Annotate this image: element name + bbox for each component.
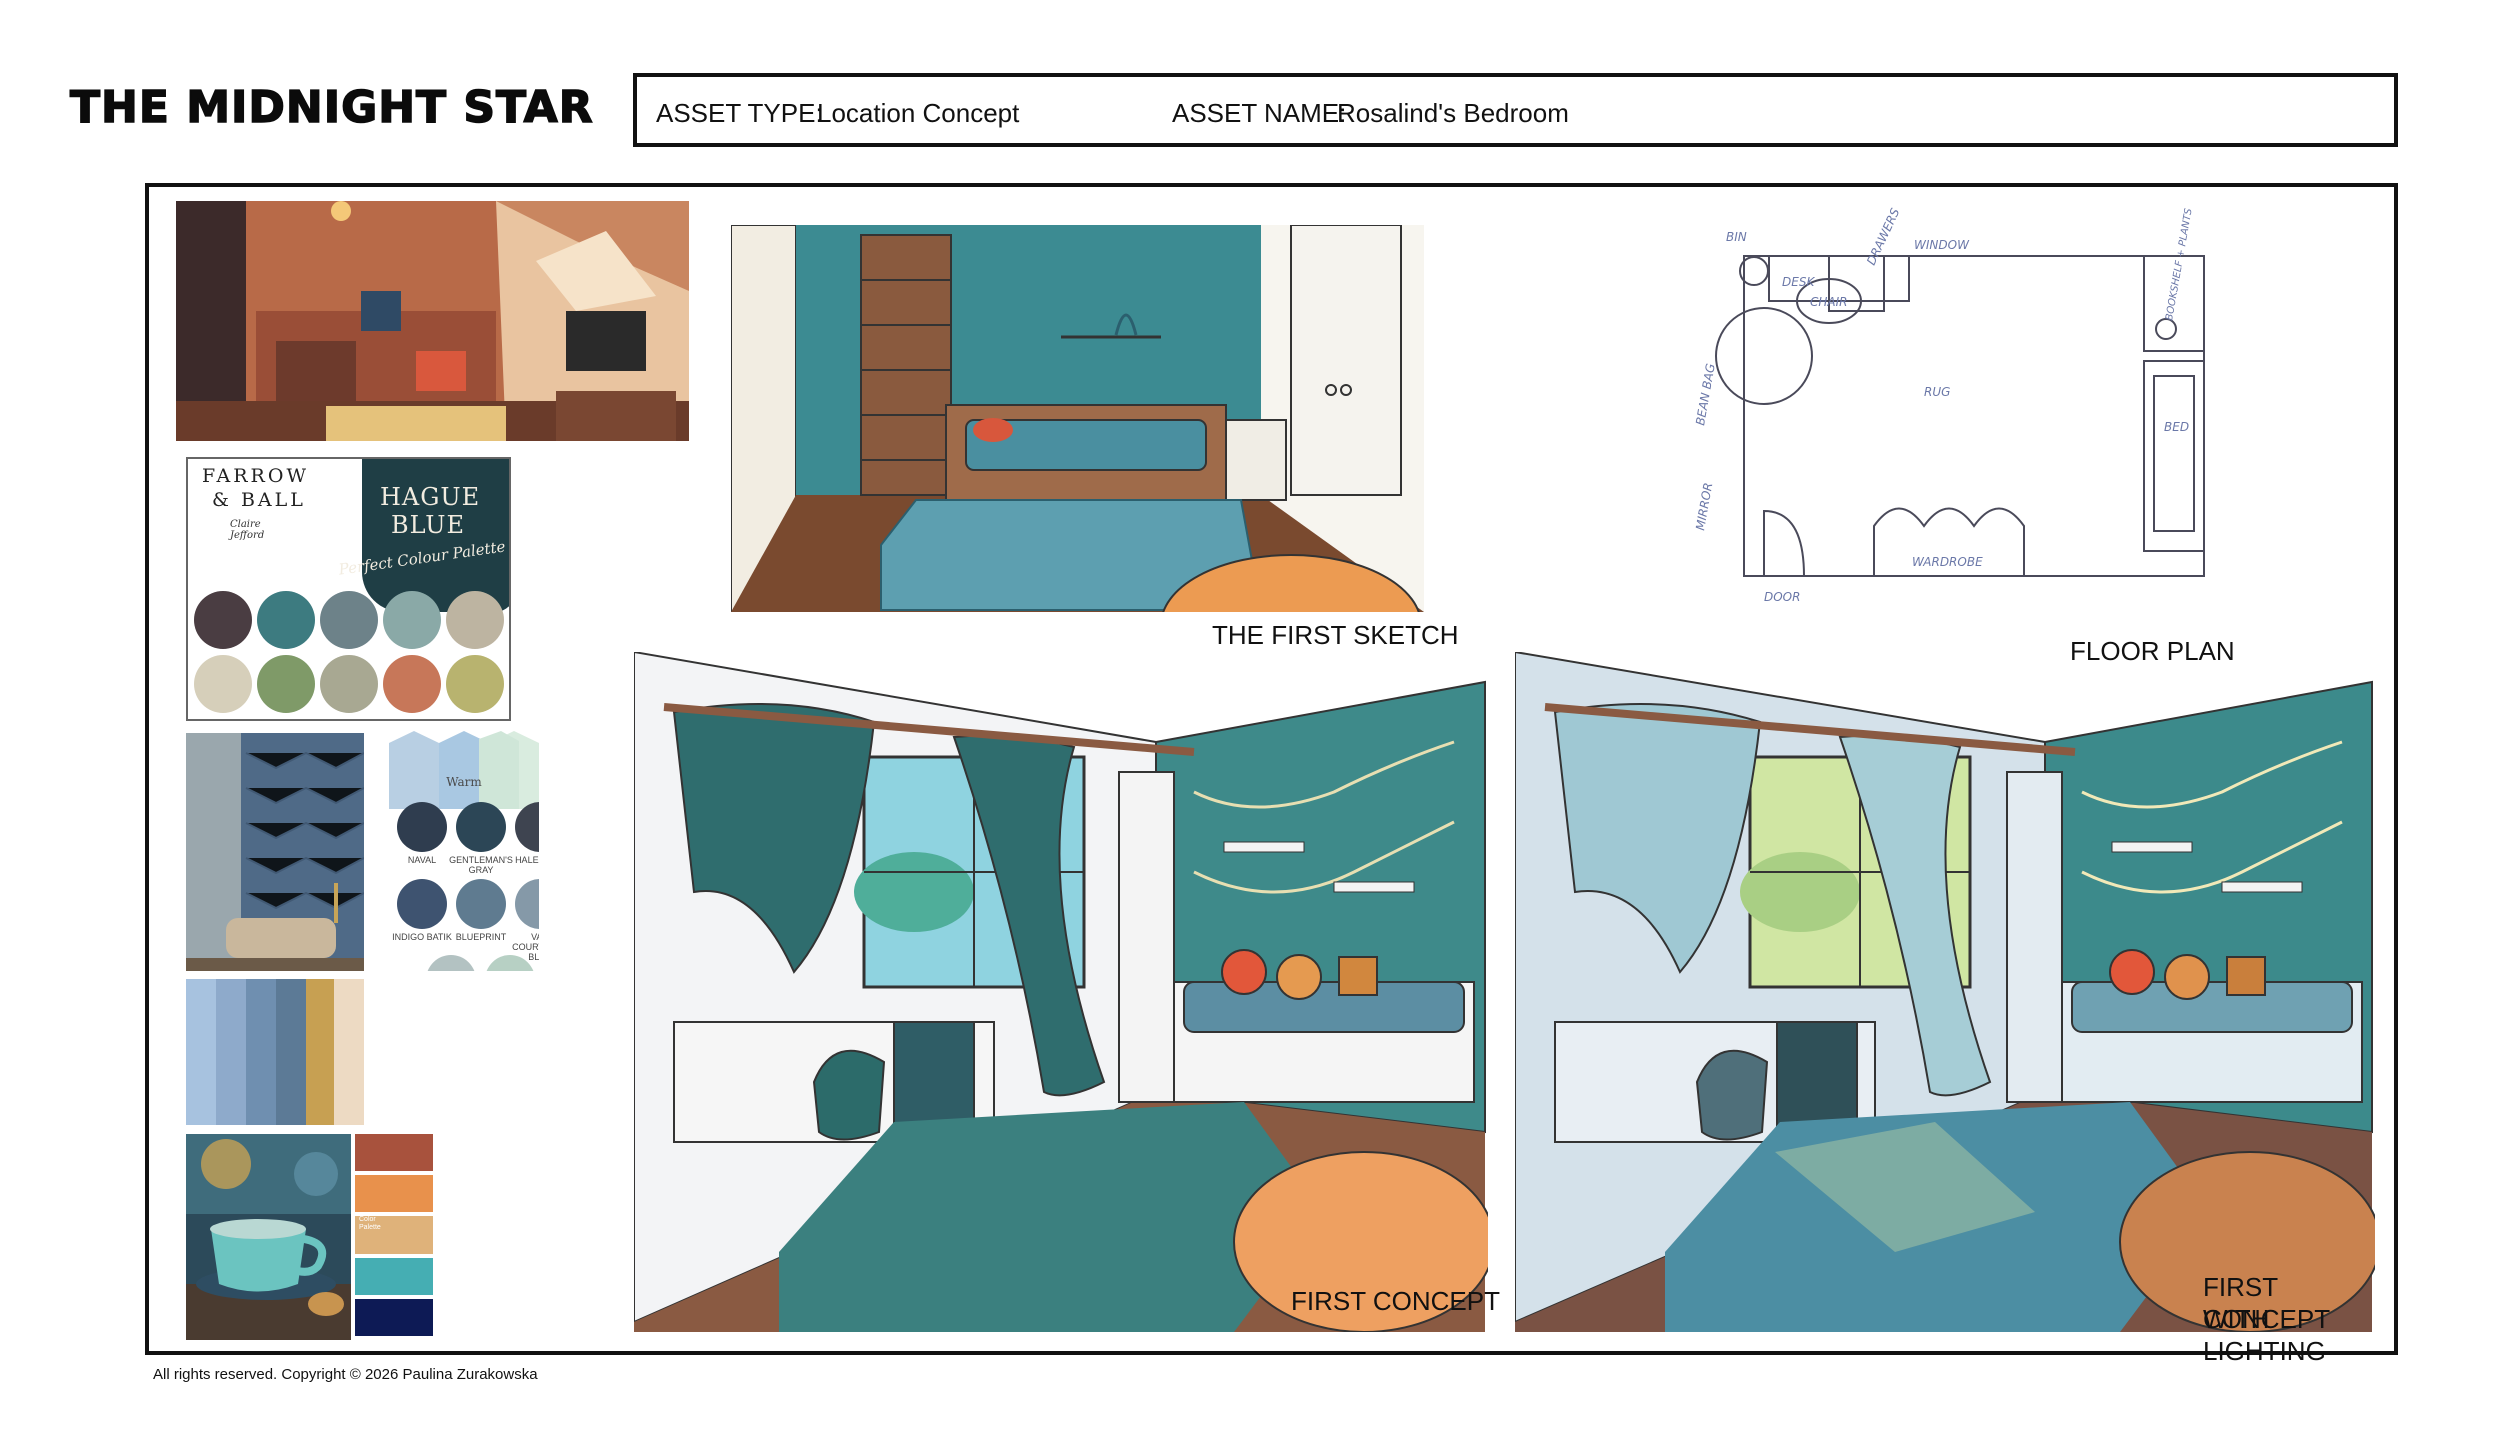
cup-palette-chip	[355, 1298, 433, 1336]
fp-chair: CHAIR	[1810, 295, 1848, 309]
farrow-ball-palette-card: FARROW & BALL Claire Jefford HAGUE BLUE …	[186, 457, 511, 721]
fp-bed: BED	[2164, 420, 2189, 434]
palette-swatch	[320, 655, 378, 713]
reference-attic-image	[176, 201, 689, 441]
paint-swatch	[397, 878, 447, 929]
signature: Claire Jefford	[230, 519, 265, 541]
asset-name-value: Rosalind's Bedroom	[1337, 98, 1569, 128]
paint-swatch-name: BLUEPRINT	[455, 931, 507, 942]
palette-swatch	[257, 591, 315, 649]
caption-lighting-line2: WITH LIGHTING	[2203, 1304, 2326, 1366]
cup-color-palette: Color Palette	[355, 1134, 433, 1340]
reference-bathroom-image	[186, 733, 364, 971]
paint-swatch	[515, 801, 539, 852]
paint-swatch	[426, 954, 476, 971]
hague-blue-block	[362, 459, 509, 612]
brand-line2: & BALL	[212, 489, 306, 511]
fp-bean-bag: BEAN BAG	[1693, 362, 1718, 426]
reference-cup-image	[186, 1134, 351, 1340]
paint-swatch	[515, 878, 539, 929]
asset-name-label: ASSET NAME:	[1172, 98, 1347, 128]
fp-bin: BIN	[1726, 230, 1747, 244]
cup-palette-chip	[355, 1216, 433, 1254]
paint-header-word: Warm	[446, 775, 482, 789]
paint-swatch	[397, 801, 447, 852]
palette-swatch	[446, 655, 504, 713]
paint-swatch	[485, 954, 535, 971]
first-concept-image	[634, 652, 1488, 1332]
palette-swatch	[383, 591, 441, 649]
cup-palette-chip	[355, 1175, 433, 1213]
fp-desk: DESK	[1782, 275, 1815, 289]
paint-swatch-name: INDIGO BATIK	[392, 931, 452, 942]
brand-line1: FARROW	[202, 465, 309, 487]
caption-first-sketch: THE FIRST SKETCH	[1212, 620, 1459, 650]
cup-palette-chip	[355, 1257, 433, 1295]
concept-board: FARROW & BALL Claire Jefford HAGUE BLUE …	[145, 183, 2398, 1366]
cup-palette-label: Color Palette	[359, 1216, 381, 1231]
paint-swatch	[456, 801, 506, 852]
fp-bookshelf: BOOKSHELF + PLANTS	[2164, 207, 2195, 322]
palette-swatch	[320, 591, 378, 649]
copyright-notice: All rights reserved. Copyright © 2026 Pa…	[153, 1366, 538, 1383]
brand-title: THE MIDNIGHT STAR	[69, 81, 594, 134]
palette-swatch	[383, 655, 441, 713]
color-stripe-palette	[186, 979, 364, 1125]
asset-type-value: Location Concept	[817, 98, 1020, 128]
palette-title-line2: BLUE	[391, 511, 466, 539]
asset-type-label: ASSET TYPE:	[656, 98, 823, 128]
palette-swatch	[257, 655, 315, 713]
fp-wardrobe: WARDROBE	[1912, 555, 1983, 569]
caption-lighting-line1: FIRST CONCEPT	[2203, 1272, 2331, 1334]
palette-title-line1: HAGUE	[380, 483, 481, 511]
first-sketch-image	[731, 225, 1424, 612]
fp-door: DOOR	[1764, 590, 1800, 604]
palette-swatch	[446, 591, 504, 649]
first-concept-lighting-image	[1515, 652, 2375, 1332]
palette-swatch	[194, 655, 252, 713]
fp-window: WINDOW	[1914, 238, 1970, 252]
paint-swatch-name: GENTLEMAN'S GRAY	[449, 854, 513, 875]
fp-rug: RUG	[1924, 385, 1950, 399]
cup-palette-chip	[355, 1134, 433, 1172]
asset-header: ASSET TYPE: Location Concept ASSET NAME:…	[633, 73, 2398, 147]
caption-first-concept: FIRST CONCEPT	[1291, 1286, 1500, 1316]
paint-swatch-name: NAVAL	[407, 854, 437, 865]
palette-swatch	[194, 591, 252, 649]
fp-mirror: MIRROR	[1693, 481, 1715, 531]
paint-swatch-name: VAN COURTLAND BLUE	[512, 931, 539, 962]
caption-floor-plan: FLOOR PLAN	[2070, 636, 2235, 666]
paint-swatch-name: HALE NAVY	[515, 854, 539, 865]
floor-plan-image: BIN WINDOW DESK DRAWERS CHAIR BOOKSHELF …	[1664, 201, 2224, 606]
paint-swatch	[456, 878, 506, 929]
